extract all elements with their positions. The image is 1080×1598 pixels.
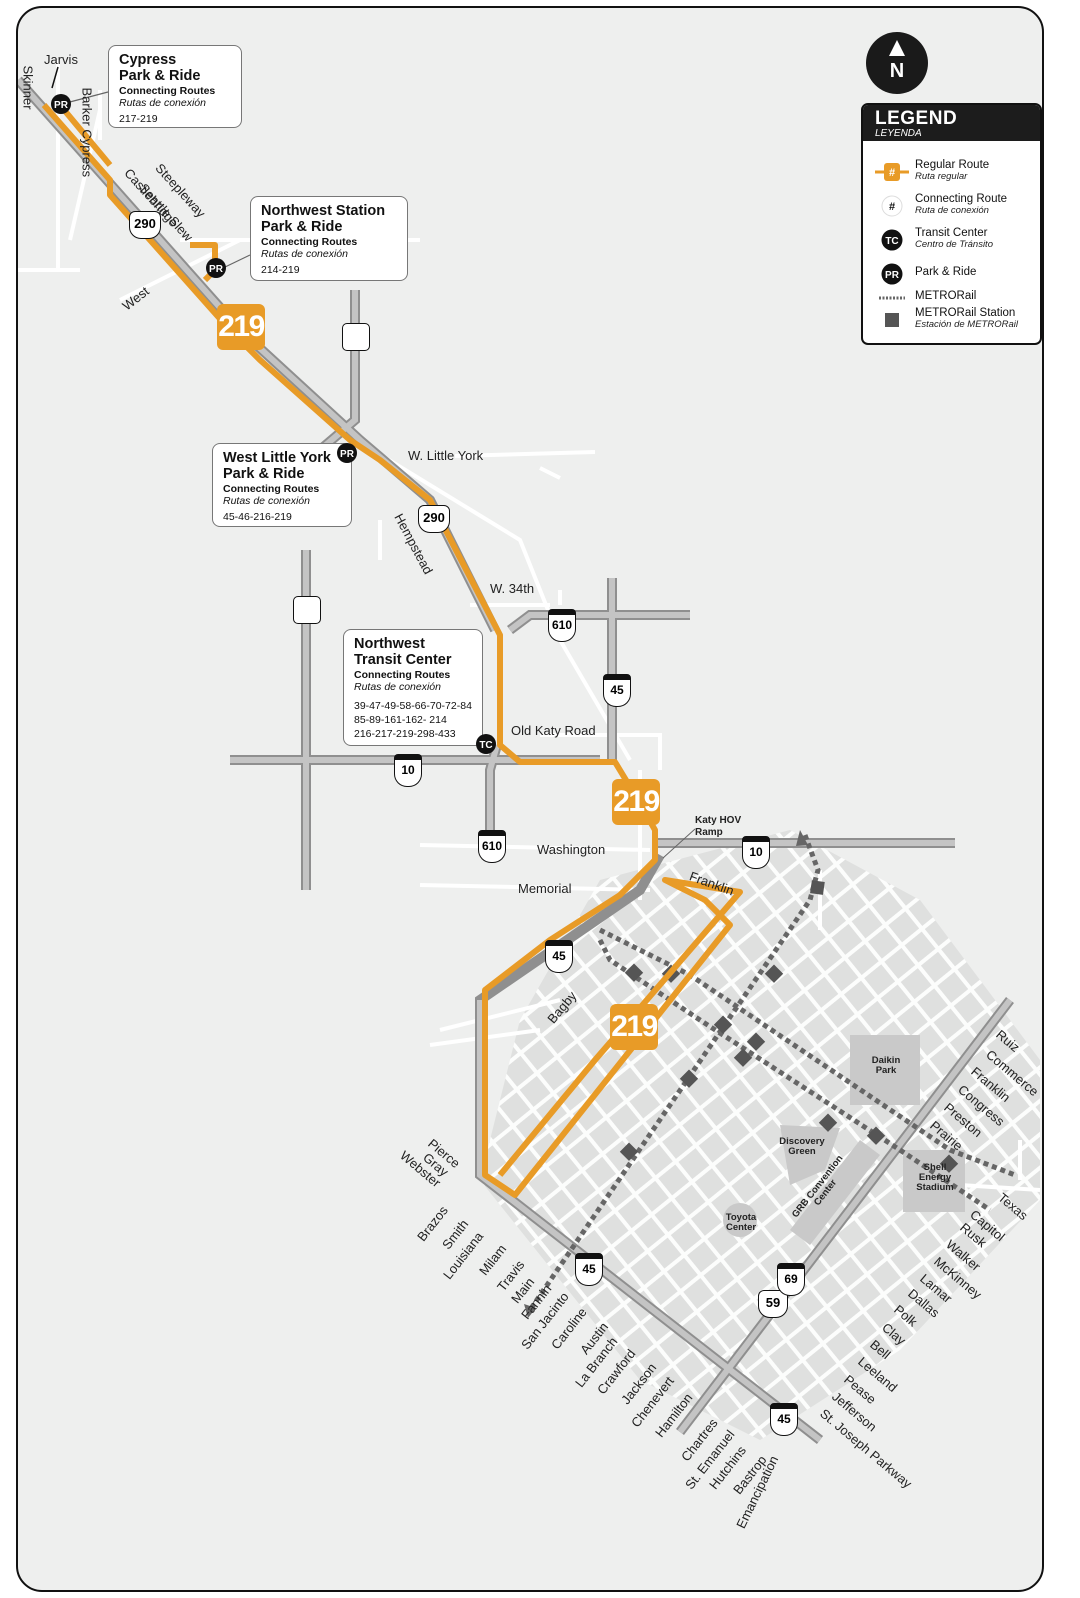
svg-text:TC: TC	[885, 236, 898, 247]
legend-item-park-and-ride: PR Park & Ride	[863, 261, 1040, 289]
connecting-route-icon: #	[875, 195, 909, 217]
street-label-washington: Washington	[537, 842, 606, 857]
interstate-45-shield: 45	[575, 1253, 603, 1286]
northwest-transit-center-marker[interactable]: TC	[475, 733, 497, 755]
street-label-w-little-york: W. Little York	[408, 448, 484, 463]
svg-text:TC: TC	[479, 740, 492, 751]
route-219-badge[interactable]: 219	[612, 779, 660, 825]
svg-text:#: #	[889, 167, 895, 179]
street-label-jarvis: Jarvis	[44, 52, 78, 67]
street-label-w-34th: W. 34th	[490, 581, 535, 596]
discovery-green-area	[780, 1125, 840, 1185]
toyota-center-area	[723, 1203, 757, 1237]
legend-subtitle: LEYENDA	[875, 128, 922, 139]
minor-streets	[18, 60, 1041, 1192]
cypress-park-and-ride-callout: Cypress Park & Ride Connecting Routes Ru…	[108, 45, 242, 128]
us-290-shield: 290	[418, 505, 450, 533]
interstate-45-shield: 45	[603, 674, 631, 707]
street-label-skinner: Skinner	[20, 65, 36, 110]
metrorail-station-icon	[875, 309, 909, 331]
north-arrow-icon: N	[866, 32, 928, 94]
cypress-park-and-ride-marker[interactable]: PR	[50, 93, 72, 115]
route-219-badge[interactable]: 219	[217, 304, 265, 350]
svg-text:PR: PR	[209, 264, 224, 275]
interstate-10-shield: 10	[394, 754, 422, 787]
northwest-transit-center-callout: Northwest Transit Center Connecting Rout…	[343, 629, 483, 746]
interstate-45-shield: 45	[545, 940, 573, 973]
us-290-shield: 290	[129, 211, 161, 239]
us-59-shield: 59	[758, 1290, 788, 1318]
west-little-york-park-and-ride-marker[interactable]: PR	[336, 442, 358, 464]
legend-title: LEGEND	[875, 108, 958, 129]
toll-road-shield	[342, 323, 370, 351]
regular-route-icon: #	[875, 161, 909, 183]
route-219-badge[interactable]: 219	[610, 1004, 658, 1050]
svg-text:PR: PR	[885, 270, 900, 281]
metrorail-lines	[527, 834, 1016, 1312]
northwest-station-park-and-ride-callout: Northwest Station Park & Ride Connecting…	[250, 196, 408, 281]
street-label-barker-cypress: Barker Cypress	[79, 87, 95, 178]
toll-road-shield	[293, 596, 321, 624]
transit-center-icon: TC	[875, 229, 909, 251]
svg-text:PR: PR	[54, 100, 69, 111]
west-little-york-park-and-ride-callout: West Little York Park & Ride Connecting …	[212, 443, 352, 527]
street-label-memorial: Memorial	[518, 881, 572, 896]
interstate-69-shield: 69	[777, 1263, 805, 1296]
svg-text:#: #	[889, 201, 895, 213]
interstate-45-shield: 45	[770, 1403, 798, 1436]
interstate-610-shield: 610	[548, 609, 576, 642]
street-label-old-katy-road: Old Katy Road	[511, 723, 596, 738]
northwest-station-park-and-ride-marker[interactable]: PR	[205, 257, 227, 279]
grb-convention-center-area	[790, 1140, 880, 1245]
interstate-610-shield: 610	[478, 830, 506, 863]
svg-text:PR: PR	[340, 449, 355, 460]
metrorail-line-icon	[875, 287, 909, 309]
park-and-ride-icon: PR	[875, 263, 909, 285]
interstate-10-shield: 10	[742, 836, 770, 869]
legend-item-metrorail: METRORail	[863, 285, 1040, 313]
